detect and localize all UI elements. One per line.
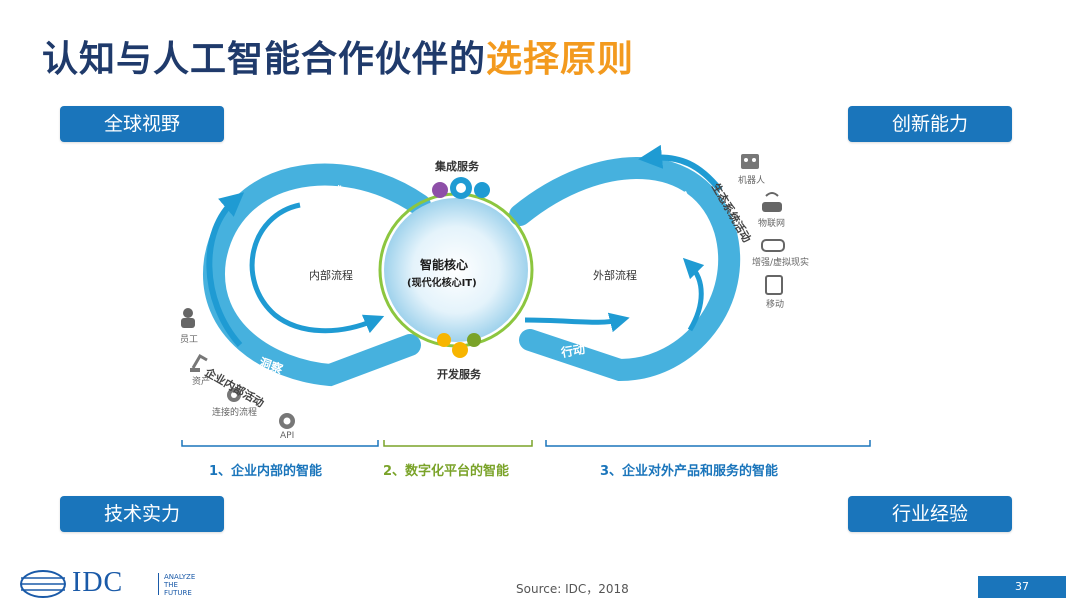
page-title: 认知与人工智能合作伙伴的选择原则 bbox=[42, 30, 634, 82]
vr-glasses-icon bbox=[761, 239, 785, 252]
connected-process-label: 连接的流程 bbox=[212, 408, 258, 418]
api-gear-icon bbox=[279, 413, 295, 429]
source-note: Source: IDC，2018 bbox=[516, 582, 629, 596]
pill-industry-experience: 行业经验 bbox=[848, 496, 1012, 532]
api-label: API bbox=[280, 431, 295, 441]
left-loop-outer-arrow bbox=[206, 192, 245, 347]
right-loop-top-arrow bbox=[638, 144, 723, 192]
car-wifi-icon bbox=[762, 192, 782, 212]
tagline-line-2: THE bbox=[164, 581, 178, 589]
bracket-platform bbox=[383, 440, 533, 447]
category-internal: 1、企业内部的智能 bbox=[209, 464, 323, 479]
gear-icon bbox=[227, 388, 241, 402]
development-gears-icon bbox=[437, 333, 481, 358]
robot-arm-icon bbox=[190, 353, 208, 372]
internal-process-label: 内部流程 bbox=[309, 269, 353, 282]
logo-text: IDC bbox=[72, 567, 124, 598]
title-main: 认知与人工智能合作伙伴的 bbox=[42, 39, 487, 80]
category-external: 3、企业对外产品和服务的智能 bbox=[600, 464, 779, 479]
tablet-icon bbox=[765, 275, 783, 295]
external-process-label: 外部流程 bbox=[593, 269, 637, 282]
left-loop-inner bbox=[249, 202, 385, 334]
asset-label: 资产 bbox=[192, 377, 211, 387]
category-platform: 2、数字化平台的智能 bbox=[383, 464, 510, 479]
pill-tech-strength: 技术实力 bbox=[60, 496, 224, 532]
employee-label: 员工 bbox=[180, 335, 199, 345]
idc-logo: IDC ANALYZE THE FUTURE bbox=[20, 567, 220, 600]
right-loop-inner bbox=[524, 312, 630, 333]
mobile-label: 移动 bbox=[766, 300, 785, 310]
tagline-line-1: ANALYZE bbox=[164, 573, 196, 581]
robot-icon bbox=[741, 154, 759, 169]
core-circle bbox=[384, 198, 528, 342]
pill-global-vision: 全球视野 bbox=[60, 106, 224, 142]
core-title: 智能核心 bbox=[420, 258, 469, 272]
development-services-label: 开发服务 bbox=[437, 368, 481, 381]
person-icon bbox=[181, 308, 195, 328]
iot-label: 物联网 bbox=[758, 219, 786, 229]
right-loop-up-arrow bbox=[682, 257, 705, 332]
ar-vr-label: 增强/虚拟现实 bbox=[752, 258, 810, 268]
bracket-external bbox=[545, 440, 871, 447]
page-number: 37 bbox=[978, 576, 1066, 598]
title-highlight: 选择原则 bbox=[486, 39, 635, 80]
right-loop-band bbox=[509, 156, 741, 382]
integration-gears-icon bbox=[432, 177, 490, 199]
pill-innovation: 创新能力 bbox=[848, 106, 1012, 142]
core-subtitle: (现代化核心IT) bbox=[407, 278, 477, 289]
integration-services-label: 集成服务 bbox=[435, 160, 479, 173]
logo-tagline: ANALYZE THE FUTURE bbox=[164, 573, 195, 597]
tagline-line-3: FUTURE bbox=[164, 589, 192, 597]
globe-icon bbox=[20, 570, 66, 598]
left-loop-band bbox=[202, 163, 431, 387]
logo-separator bbox=[158, 573, 159, 595]
bracket-internal bbox=[181, 440, 379, 447]
robot-label: 机器人 bbox=[738, 176, 766, 186]
